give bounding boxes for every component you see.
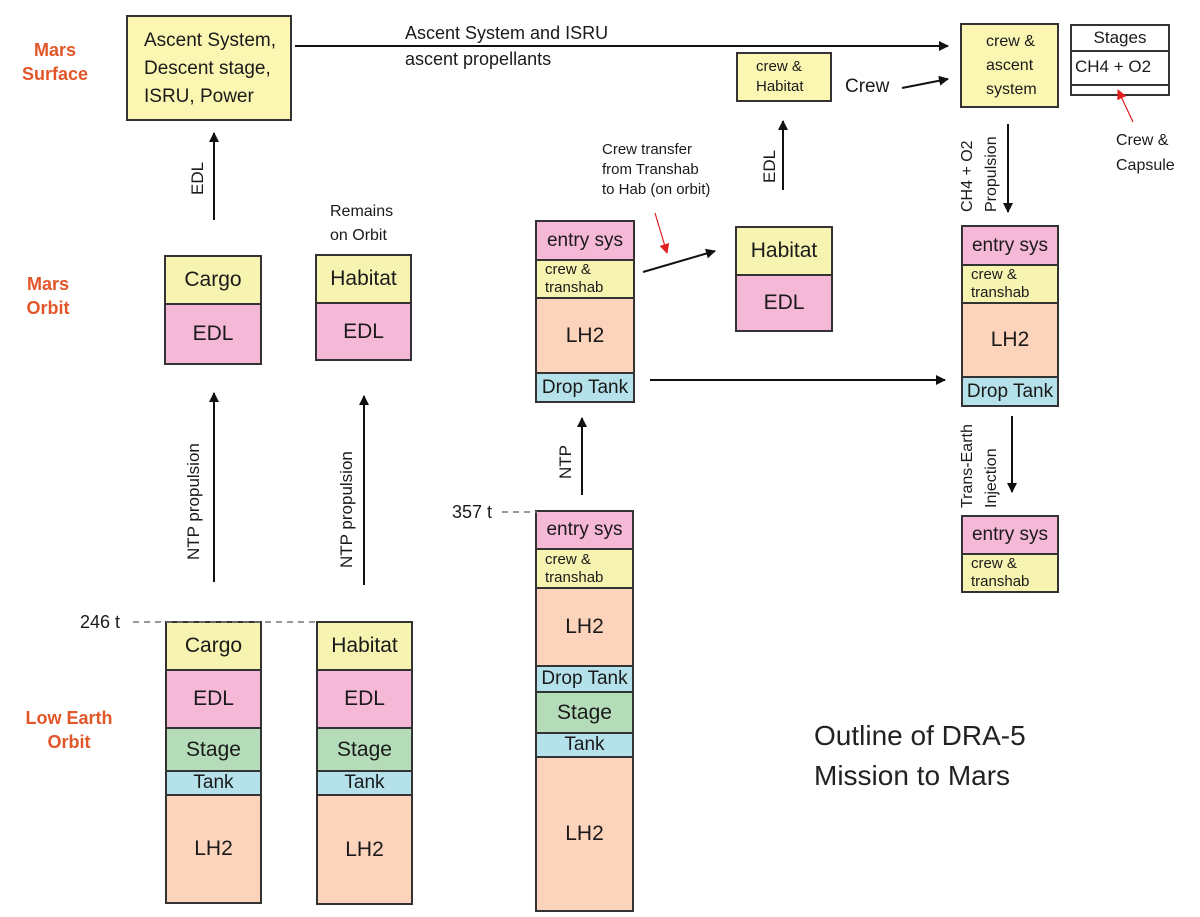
region-label-line: Mars	[33, 40, 77, 60]
trans-earth-injection-label: Trans-Earth Injection	[956, 424, 1004, 508]
segment-lh2: LH2	[963, 304, 1057, 378]
surface-crew-habitat-box: crew & Habitat	[736, 52, 832, 102]
segment-tank: Tank	[537, 734, 632, 758]
segment-lh2: LH2	[167, 796, 260, 902]
segment-edl: EDL	[166, 305, 260, 363]
ntp-crew-label: NTP	[556, 445, 575, 479]
leo-habitat-stack: Habitat EDL Stage Tank LH2	[316, 621, 413, 905]
segment-drop-tank: Drop Tank	[537, 667, 632, 693]
crew-transfer-note: Crew transfer from Transhab to Hab (on o…	[602, 140, 710, 200]
segment-crew-transhab: crew & transhab	[963, 555, 1057, 591]
region-label-line: Orbit	[47, 732, 91, 752]
diagram-title: Outline of DRA-5 Mission to Mars	[814, 716, 1026, 796]
return-vehicle: entry sys crew & transhab LH2 Drop Tank	[961, 225, 1059, 407]
box-text-line: ISRU, Power	[144, 86, 254, 107]
region-label-line: Orbit	[26, 298, 70, 318]
propellant-label: Ascent System and ISRU ascent propellant…	[405, 22, 608, 70]
segment-habitat: Habitat	[318, 623, 411, 671]
segment-cargo: Cargo	[167, 623, 260, 671]
box-text-line: Ascent System,	[144, 30, 276, 51]
region-label-line: Mars	[26, 274, 70, 294]
segment-stage: Stage	[167, 729, 260, 772]
segment-entry-sys: entry sys	[537, 222, 633, 261]
title-line: Outline of DRA-5	[814, 720, 1026, 751]
label-line: ascent propellants	[405, 49, 552, 69]
remains-on-orbit-note: Remains on Orbit	[330, 200, 393, 248]
segment-lh2: LH2	[537, 589, 632, 667]
segment-drop-tank: Drop Tank	[963, 378, 1057, 405]
orbit-cargo-vehicle: Cargo EDL	[164, 255, 262, 365]
orbit-crew-vehicle: entry sys crew & transhab LH2 Drop Tank	[535, 220, 635, 403]
note-line: from Transhab	[602, 161, 699, 178]
region-label-mars-orbit: Mars Orbit	[0, 272, 103, 320]
segment-crew-transhab: crew & transhab	[963, 266, 1057, 304]
segment-tank: Tank	[167, 772, 260, 796]
segment-edl: EDL	[318, 671, 411, 729]
leo-crew-stack: entry sys crew & transhab LH2 Drop Tank …	[535, 510, 634, 912]
segment-habitat: Habitat	[317, 256, 410, 304]
mass-label-357: 357 t	[452, 502, 493, 522]
note-line: Remains	[330, 203, 394, 220]
orbit-habitat-vehicle: Habitat EDL	[315, 254, 412, 361]
note-line: Capsule	[1116, 157, 1175, 174]
segment-drop-tank: Drop Tank	[537, 374, 633, 401]
leo-cargo-stack: Cargo EDL Stage Tank LH2	[165, 621, 262, 904]
crew-label: Crew	[845, 76, 890, 97]
region-label-low-earth-orbit: Low Earth Orbit	[14, 706, 124, 754]
box-text-line: Descent stage,	[144, 58, 271, 79]
segment-cargo: Cargo	[166, 257, 260, 305]
region-label-line: Surface	[21, 64, 89, 84]
stages-row-capsule	[1072, 86, 1168, 94]
box-text-line: system	[986, 81, 1037, 98]
region-label-line: Low Earth	[25, 708, 113, 728]
edl-crew-label: EDL	[760, 149, 779, 183]
segment-stage: Stage	[537, 693, 632, 734]
arrow-crew-to-ascent	[901, 75, 949, 89]
box-text-line: Habitat	[756, 78, 804, 95]
label-line: Trans-Earth	[959, 424, 976, 508]
stages-row-ch4-o2: CH4 + O2	[1072, 52, 1168, 86]
label-line: Injection	[983, 448, 1000, 508]
label-line: Propulsion	[983, 136, 1000, 212]
region-label-mars-surface: Mars Surface	[0, 38, 110, 86]
earth-return-capsule: entry sys crew & transhab	[961, 515, 1059, 593]
box-text-line: ascent	[986, 57, 1034, 74]
box-text-line: crew &	[986, 33, 1035, 50]
segment-crew-transhab: crew & transhab	[537, 261, 633, 299]
note-line: to Hab (on orbit)	[602, 181, 711, 198]
mass-label-246: 246 t	[80, 612, 121, 632]
segment-lh2: LH2	[537, 758, 632, 910]
segment-habitat: Habitat	[737, 228, 831, 276]
segment-entry-sys: entry sys	[537, 512, 632, 550]
label-line: CH4 + O2	[959, 140, 976, 212]
box-text-line: crew &	[756, 58, 802, 75]
orbit-habitat-descend-vehicle: Habitat EDL	[735, 226, 833, 332]
segment-crew-transhab: crew & transhab	[537, 550, 632, 589]
segment-entry-sys: entry sys	[963, 517, 1057, 555]
callout-arrow-crew-transfer	[654, 212, 670, 254]
note-line: on Orbit	[330, 227, 387, 244]
stages-header: Stages	[1072, 26, 1168, 52]
edl-cargo-label: EDL	[188, 161, 207, 195]
title-line: Mission to Mars	[814, 760, 1011, 791]
ntp-cargo-label: NTP propulsion	[184, 443, 203, 560]
segment-stage: Stage	[318, 729, 411, 772]
label-line: Ascent System and ISRU	[405, 23, 609, 43]
segment-edl: EDL	[737, 276, 831, 330]
ch4-propulsion-label: CH4 + O2 Propulsion	[956, 136, 1004, 212]
segment-lh2: LH2	[318, 796, 411, 903]
segment-edl: EDL	[317, 304, 410, 359]
arrow-crew-transfer	[642, 248, 716, 273]
segment-tank: Tank	[318, 772, 411, 796]
segment-lh2: LH2	[537, 299, 633, 374]
note-line: Crew &	[1116, 132, 1169, 149]
ntp-habitat-label: NTP propulsion	[337, 451, 356, 568]
crew-capsule-note: Crew & Capsule	[1116, 128, 1175, 178]
segment-edl: EDL	[167, 671, 260, 729]
crew-ascent-system-box: crew & ascent system	[960, 23, 1059, 108]
segment-entry-sys: entry sys	[963, 227, 1057, 266]
note-line: Crew transfer	[602, 141, 693, 158]
stages-table: Stages CH4 + O2	[1070, 24, 1170, 96]
surface-cargo-lander-box: Ascent System, Descent stage, ISRU, Powe…	[126, 15, 292, 121]
